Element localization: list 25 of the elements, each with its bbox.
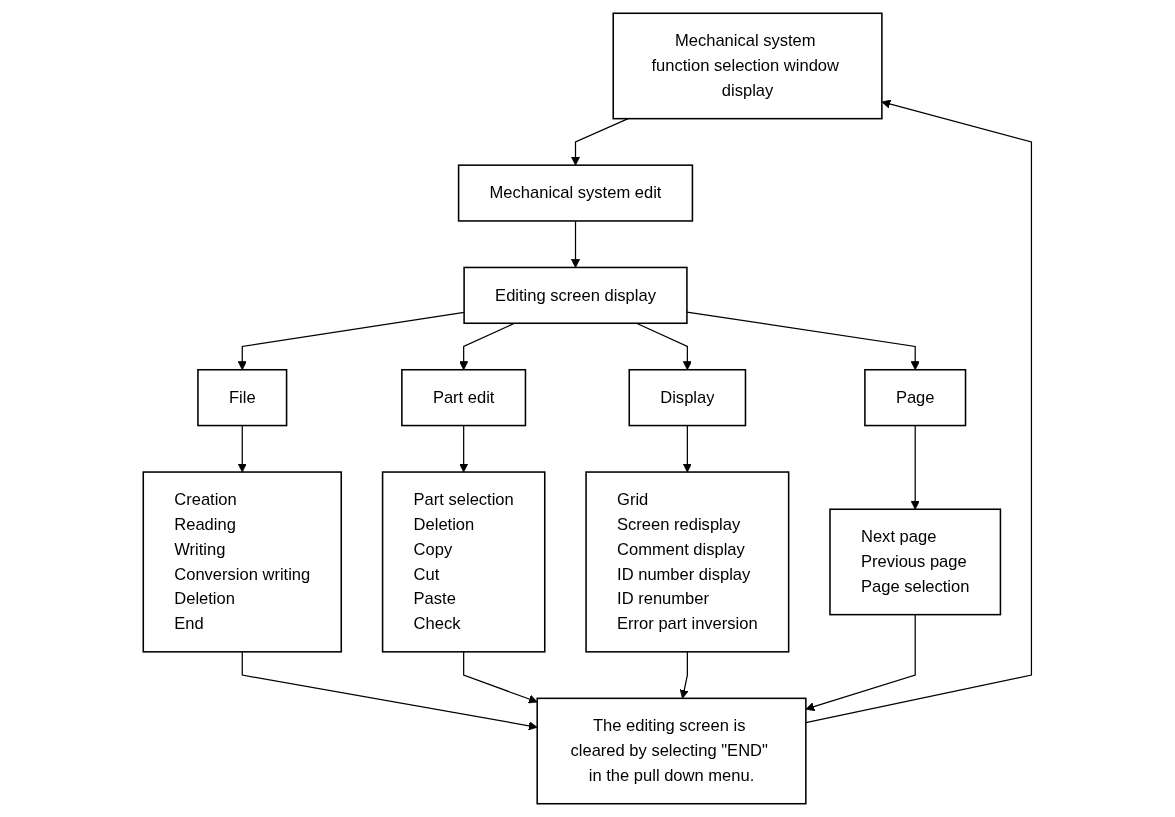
arrow [237,424,247,473]
node-box: Page [864,368,967,427]
node-box: Part selection Deletion Copy Cut Paste Check [381,471,546,653]
arrow [636,322,693,371]
node-box: Editing screen display [463,266,688,325]
arrow [805,614,916,712]
node-box: Mechanical system function selection window display [612,12,883,120]
arrow [679,651,689,699]
node-box: File [197,368,288,427]
node-box: The editing screen is cleared by selecting "END" in the pull down menu. [536,697,807,805]
node-box: Mechanical system edit [457,164,694,222]
arrow [459,424,469,473]
node-box: Grid Screen redisplay Comment display ID number display ID renumber Error part inversion [585,471,790,653]
arrow [237,311,465,371]
arrow [571,220,581,268]
arrow [910,424,920,510]
node-box: Creation Reading Writing Conversion writing Deletion End [142,471,343,653]
arrow [682,424,693,473]
arrow [241,651,538,731]
arrow [463,651,538,704]
node-box: Part edit [401,368,527,427]
arrow [805,99,1033,724]
arrow [571,118,629,166]
node-box: Next page Previous page Page selection [829,508,1002,616]
node-box: Display [628,368,747,427]
